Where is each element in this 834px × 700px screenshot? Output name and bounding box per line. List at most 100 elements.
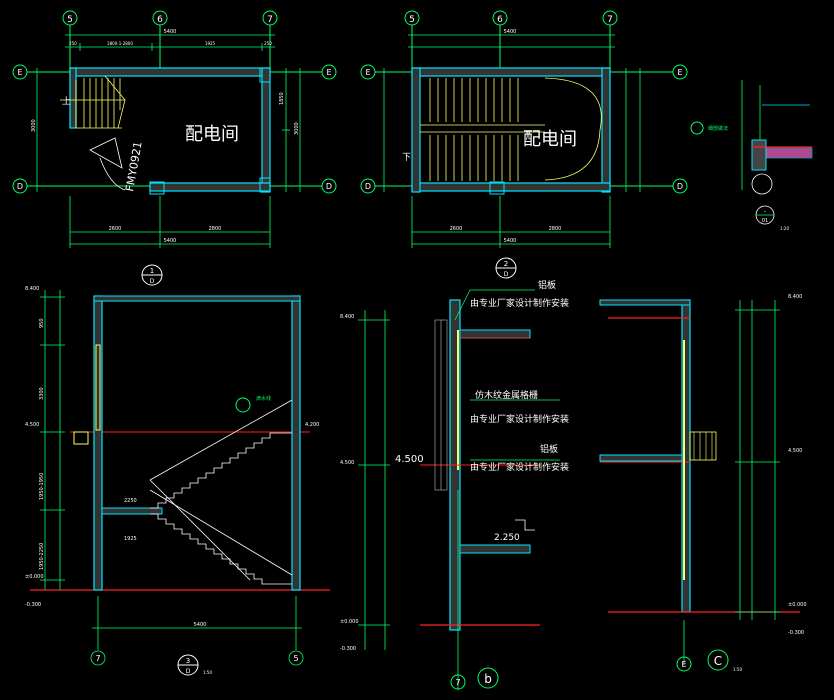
plan2-dim-bottom-part: 2800: [549, 226, 562, 232]
plan1-axis-e-right: E: [326, 68, 331, 77]
plan2-axis-e-left: E: [365, 68, 370, 77]
plan2-dim-bottom-total: 5400: [504, 238, 517, 244]
plan1-dim-bottom-part: 2600: [109, 226, 122, 232]
plan1-up-label: 上: [62, 96, 71, 107]
s1-elev: 8.400: [25, 286, 39, 292]
plan1-dim-top: [65, 34, 275, 51]
section-1: 8.400 4.500 ±0.000 -0.300 950 3300 1950-…: [25, 286, 330, 676]
s1-stair-dim: 1925: [124, 536, 137, 542]
plan2-axis-5: 5: [409, 15, 415, 25]
s1-stair-dim: 2250: [124, 498, 137, 504]
s1-dim-left: 1950-1950: [39, 473, 45, 500]
s3-elev: 8.400: [788, 294, 802, 300]
plan1-dim-bottom-total: 5400: [164, 238, 177, 244]
plan1-dim-top-part: 2800-1-2800: [107, 41, 133, 46]
plan1-stair: [60, 75, 126, 129]
s3-scale: 1:50: [733, 667, 742, 672]
plan1-axis-5: 5: [67, 15, 73, 25]
plan1-axis-d-left: D: [17, 182, 23, 191]
s2-note: 由专业厂家设计制作安装: [470, 413, 569, 425]
s2-elev: 4.500: [340, 460, 354, 466]
plan2-axis-d-left: D: [365, 182, 371, 191]
s1-axis: 5: [293, 654, 298, 663]
s2-elev-2250: 2.250: [494, 533, 520, 543]
plan1-dim-left: [33, 68, 41, 192]
s1-callout: 滴水线: [256, 395, 271, 402]
plan1-door: [89, 137, 126, 191]
detail-top-right: 细部做法 - 01 1:20: [690, 80, 813, 231]
section-3: 8.400 4.500 ±0.000 -0.300 E C 1:50: [599, 294, 807, 672]
s2-note: 铝板: [540, 443, 558, 455]
plan-1: 5 6 7 5400 250 2800-1-2800 1925 250 E D …: [12, 10, 337, 286]
plan2-walls: [411, 67, 611, 195]
plan1-axis-7: 7: [267, 15, 273, 25]
plan2-section-sheet: D: [504, 271, 509, 278]
plan-2: 5 6 7 E D E D 5400 下: [360, 10, 688, 279]
plan1-dim-right-value: 3000: [294, 122, 300, 135]
plan1-dim-top-part: 250: [264, 41, 272, 46]
plan1-walls: [69, 67, 271, 195]
plan1-section-bubble: [141, 264, 163, 286]
plan1-dim-bottom-part: 2800: [209, 226, 222, 232]
plan1-axis-d-right: D: [326, 182, 332, 191]
s2-axis: 7: [455, 678, 460, 687]
s1-section-no: 3: [186, 657, 190, 665]
plan1-dim-top-total: 5400: [164, 29, 177, 35]
plan1-section-sheet: D: [150, 278, 155, 285]
s3-section-letter: C: [714, 654, 722, 668]
plan2-stair: [420, 77, 602, 181]
s2-section-letter: b: [484, 672, 492, 686]
s1-section-sheet: D: [186, 668, 191, 675]
s1-scale: 1:50: [203, 670, 212, 675]
s1-dim-left: 1950-2250: [39, 543, 45, 570]
s1-stair-note: 4.200: [305, 422, 319, 428]
plan1-axis-e-left: E: [17, 68, 22, 77]
plan1-section-no: 1: [150, 267, 154, 275]
s3-elev: 4.500: [788, 448, 802, 454]
s1-elev: -0.300: [25, 602, 41, 608]
s1-dim-left: 3300: [39, 387, 45, 400]
plan2-down-label: 下: [402, 153, 411, 163]
plan2-axis-6: 6: [497, 15, 503, 25]
detail-sheet-no: -: [764, 208, 766, 215]
detail-sheet-ref: 01: [762, 218, 768, 224]
plan2-dim-bottom-part: 2600: [450, 226, 463, 232]
s1-dim-bottom: 5400: [194, 622, 207, 628]
plan2-dim-top-total: 5400: [504, 29, 517, 35]
s1-elev: 4.500: [25, 422, 39, 428]
plan1-room-label: 配电间: [185, 124, 239, 145]
plan1-dim-top-part: 250: [69, 41, 77, 46]
s2-note: 仿木纹金属格栅: [475, 389, 538, 401]
s1-elev: ±0.000: [25, 574, 44, 580]
plan1-dim-left-value: 3000: [31, 119, 37, 132]
s3-elev: ±0.000: [788, 602, 807, 608]
plan1-dim-right: [282, 68, 304, 192]
detail-note: 细部做法: [708, 125, 728, 132]
s3-elev: -0.300: [788, 630, 804, 636]
plan1-dim-top-part: 1925: [205, 41, 216, 46]
s2-note: 由专业厂家设计制作安装: [470, 461, 569, 473]
plan1-dim-right-value: 1850: [279, 92, 285, 105]
s2-leaders: [454, 289, 560, 461]
plan2-axis-7: 7: [607, 15, 613, 25]
s2-big-elev: 4.500: [395, 454, 424, 465]
s2-elev: ±0.000: [340, 619, 359, 625]
s1-dim-left: 950: [39, 318, 45, 328]
s3-axis: E: [681, 660, 686, 669]
s2-grille: [434, 319, 448, 491]
plan2-room-label: 配电间: [523, 129, 577, 150]
plan2-axis-d-right: D: [677, 182, 683, 191]
plan1-dim-bottom: [69, 196, 271, 248]
s1-axis: 7: [95, 654, 100, 663]
plan1-axis-bubbles-top: [62, 10, 278, 70]
plan1-axis-6: 6: [157, 15, 163, 25]
s2-note: 由专业厂家设计制作安装: [470, 297, 569, 309]
s2-elev: 8.400: [340, 314, 354, 320]
s1-stairs: [149, 399, 293, 585]
section-2: 8.400 4.500 ±0.000 -0.300 4.500 7 b 2.25…: [340, 279, 569, 690]
s2-elev: -0.300: [340, 646, 356, 652]
s2-note: 铝板: [538, 279, 556, 291]
plan2-section-no: 2: [504, 260, 508, 268]
plan2-axis-e-right: E: [677, 68, 682, 77]
